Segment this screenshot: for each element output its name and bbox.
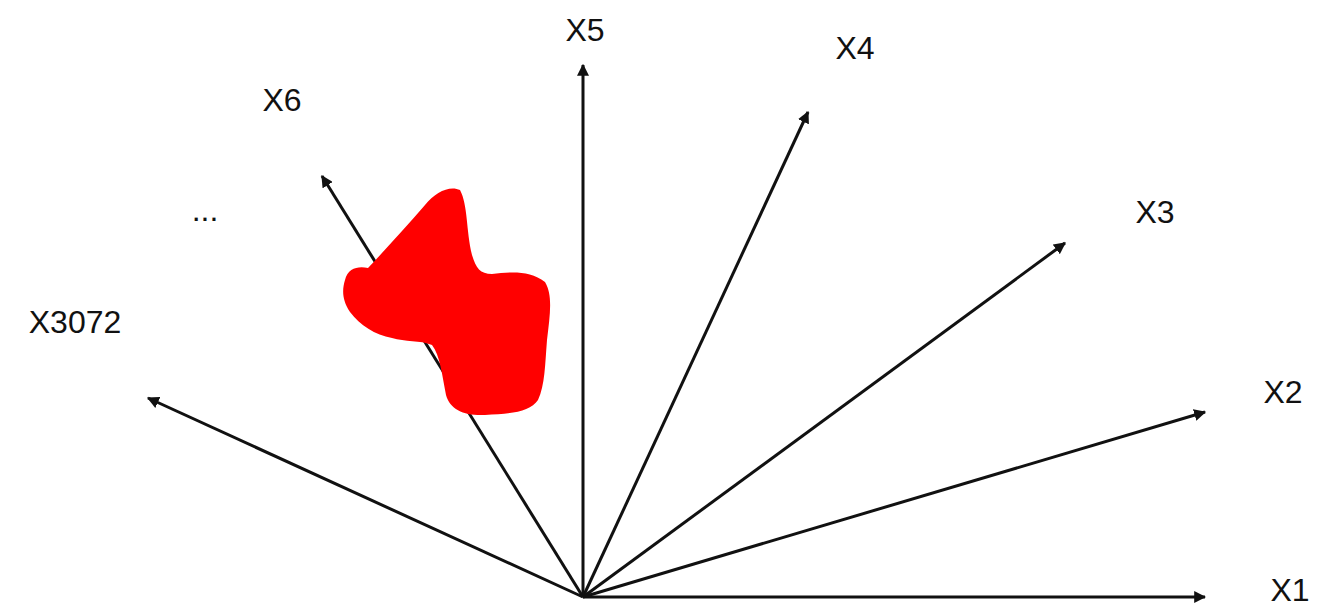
- axis-arrow: [322, 176, 583, 597]
- axis-label: X3072: [29, 306, 122, 338]
- axis-arrow: [583, 112, 808, 597]
- axis-label: X1: [1270, 574, 1309, 606]
- axis-arrow: [583, 243, 1065, 597]
- axis-arrows: [148, 65, 1205, 597]
- axis-label: X4: [835, 32, 874, 64]
- axis-label: X3: [1135, 196, 1174, 228]
- axis-arrow: [583, 596, 1205, 599]
- axis-label: X5: [565, 14, 604, 46]
- axis-arrow: [148, 398, 583, 597]
- axis-arrow: [582, 65, 585, 597]
- axis-label: X6: [262, 84, 301, 116]
- axis-label: X2: [1263, 376, 1302, 408]
- axis-arrow: [583, 412, 1205, 597]
- axis-label: ...: [192, 194, 219, 226]
- red-blob: [343, 188, 550, 415]
